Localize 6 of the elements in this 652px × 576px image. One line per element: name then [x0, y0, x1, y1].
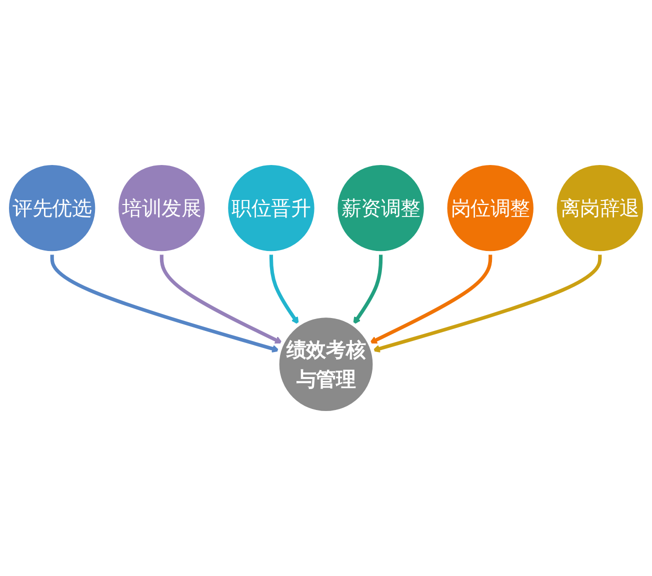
arrow: [269, 252, 299, 325]
arrow: [160, 252, 283, 344]
arrow: [372, 252, 602, 353]
arrow: [50, 252, 280, 353]
arrow: [369, 252, 492, 344]
arrow: [353, 252, 383, 325]
